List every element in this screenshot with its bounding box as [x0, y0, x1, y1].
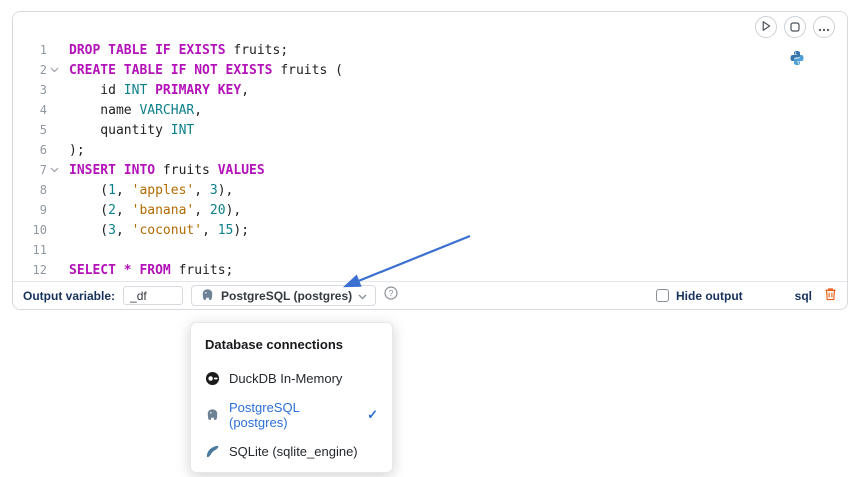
play-icon: [760, 20, 772, 35]
fold-chevron-icon[interactable]: [47, 67, 61, 73]
connection-menu-title: Database connections: [205, 337, 343, 352]
line-number: 10: [32, 223, 47, 237]
line-number: 12: [32, 263, 47, 277]
line-number: 5: [39, 123, 47, 137]
output-variable-input[interactable]: [123, 286, 184, 305]
delete-cell-button[interactable]: [824, 287, 837, 304]
code-line[interactable]: name VARCHAR,: [69, 102, 203, 118]
connection-selector-label: PostgreSQL (postgres): [221, 288, 353, 303]
duckdb-icon: [205, 371, 220, 386]
more-button[interactable]: [813, 16, 835, 38]
line-number: 2: [39, 63, 47, 77]
postgresql-icon: [200, 288, 215, 303]
line-number: 4: [39, 103, 47, 117]
interrupt-button[interactable]: [784, 16, 806, 38]
code-line[interactable]: INSERT INTO fruits VALUES: [69, 162, 265, 178]
help-icon[interactable]: ?: [384, 286, 398, 305]
code-line[interactable]: (2, 'banana', 20),: [69, 202, 242, 218]
code-line[interactable]: );: [69, 142, 85, 158]
toolbar-right: Hide output sql: [656, 287, 837, 304]
code-line[interactable]: (1, 'apples', 3),: [69, 182, 234, 198]
menu-item-label: SQLite (sqlite_engine): [229, 444, 358, 459]
code-line[interactable]: CREATE TABLE IF NOT EXISTS fruits (: [69, 62, 343, 78]
svg-text:?: ?: [389, 288, 394, 298]
hide-output-checkbox[interactable]: [656, 289, 669, 302]
code-line[interactable]: SELECT * FROM fruits;: [69, 262, 234, 278]
cell-toolbar: Output variable: PostgreSQL (postgres) ?…: [13, 281, 847, 309]
menu-item-label: PostgreSQL (postgres): [229, 400, 300, 430]
chevron-down-icon: [358, 287, 367, 305]
connection-selector[interactable]: PostgreSQL (postgres): [191, 285, 377, 306]
code-lines[interactable]: DROP TABLE IF EXISTS fruits; CREATE TABLE…: [61, 40, 847, 280]
fold-chevron-icon[interactable]: [47, 167, 61, 173]
code-line[interactable]: DROP TABLE IF EXISTS fruits;: [69, 42, 289, 58]
line-number: 6: [39, 143, 47, 157]
menu-item-sqlite-sqlite-engine-[interactable]: SQLite (sqlite_engine): [191, 437, 392, 466]
code-line[interactable]: quantity INT: [69, 122, 195, 138]
code-line[interactable]: (3, 'coconut', 15);: [69, 222, 250, 238]
line-number: 9: [39, 203, 47, 217]
trash-icon: [824, 287, 837, 304]
run-button[interactable]: [755, 16, 777, 38]
code-line[interactable]: [69, 240, 847, 260]
stop-icon: [790, 20, 800, 35]
hide-output-label: Hide output: [676, 288, 743, 303]
check-icon: ✓: [367, 407, 378, 422]
postgresql-icon: [205, 408, 220, 423]
line-number: 7: [39, 163, 47, 177]
menu-item-label: DuckDB In-Memory: [229, 371, 343, 386]
output-variable-label: Output variable:: [23, 288, 116, 303]
code-line[interactable]: id INT PRIMARY KEY,: [69, 82, 250, 98]
language-label[interactable]: sql: [794, 288, 812, 303]
line-number: 3: [39, 83, 47, 97]
line-number: 8: [39, 183, 47, 197]
cell-controls: [755, 16, 835, 38]
python-icon: [789, 50, 805, 71]
line-number: 1: [39, 43, 47, 57]
sqlite-icon: [205, 444, 220, 459]
menu-item-duckdb-in-memory[interactable]: DuckDB In-Memory: [191, 364, 392, 393]
line-number: 11: [32, 243, 47, 257]
ellipsis-icon: [818, 20, 830, 35]
menu-item-postgresql-postgres-[interactable]: PostgreSQL (postgres) ✓: [191, 393, 392, 437]
